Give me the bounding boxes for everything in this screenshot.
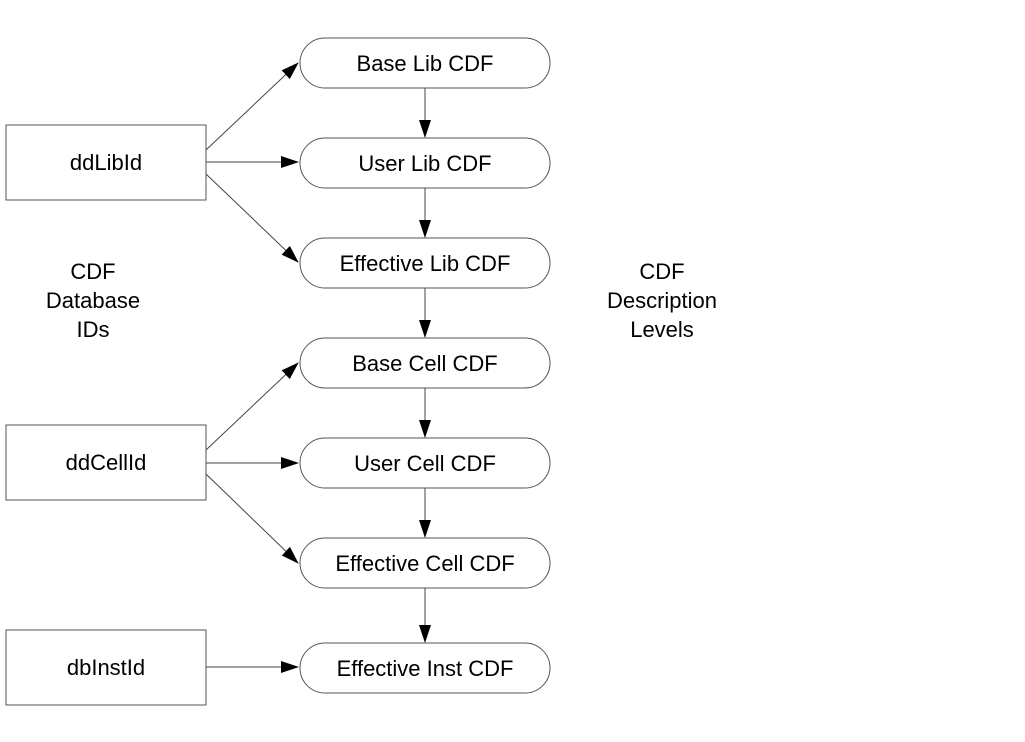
- lib-id-arrow: [205, 62, 299, 151]
- left-caption: CDF Database IDs: [46, 259, 140, 342]
- id-box-label: ddCellId: [66, 450, 147, 475]
- lib-id-arrow: [205, 173, 299, 263]
- id-box-lib: ddLibId: [5, 124, 207, 201]
- level-label: User Cell CDF: [354, 451, 496, 476]
- level-base-cell: Base Cell CDF: [299, 337, 551, 389]
- level-base-lib: Base Lib CDF: [299, 37, 551, 89]
- level-effective-inst: Effective Inst CDF: [299, 642, 551, 694]
- level-label: Base Cell CDF: [352, 351, 497, 376]
- id-box-inst: dbInstId: [5, 629, 207, 706]
- level-label: Effective Lib CDF: [340, 251, 511, 276]
- right-caption: CDF Description Levels: [607, 259, 717, 342]
- caption-line: Levels: [630, 317, 694, 342]
- cell-id-arrow: [205, 362, 299, 451]
- id-box-cell: ddCellId: [5, 424, 207, 501]
- level-label: Effective Inst CDF: [337, 656, 514, 681]
- level-user-cell: User Cell CDF: [299, 437, 551, 489]
- level-effective-lib: Effective Lib CDF: [299, 237, 551, 289]
- id-box-label: dbInstId: [67, 655, 145, 680]
- cell-id-arrow: [205, 473, 299, 564]
- id-box-label: ddLibId: [70, 150, 142, 175]
- caption-line: Description: [607, 288, 717, 313]
- level-label: Effective Cell CDF: [335, 551, 514, 576]
- caption-line: CDF: [70, 259, 115, 284]
- level-label: Base Lib CDF: [357, 51, 494, 76]
- caption-line: CDF: [639, 259, 684, 284]
- level-label: User Lib CDF: [358, 151, 491, 176]
- caption-line: Database: [46, 288, 140, 313]
- level-user-lib: User Lib CDF: [299, 137, 551, 189]
- level-effective-cell: Effective Cell CDF: [299, 537, 551, 589]
- caption-line: IDs: [77, 317, 110, 342]
